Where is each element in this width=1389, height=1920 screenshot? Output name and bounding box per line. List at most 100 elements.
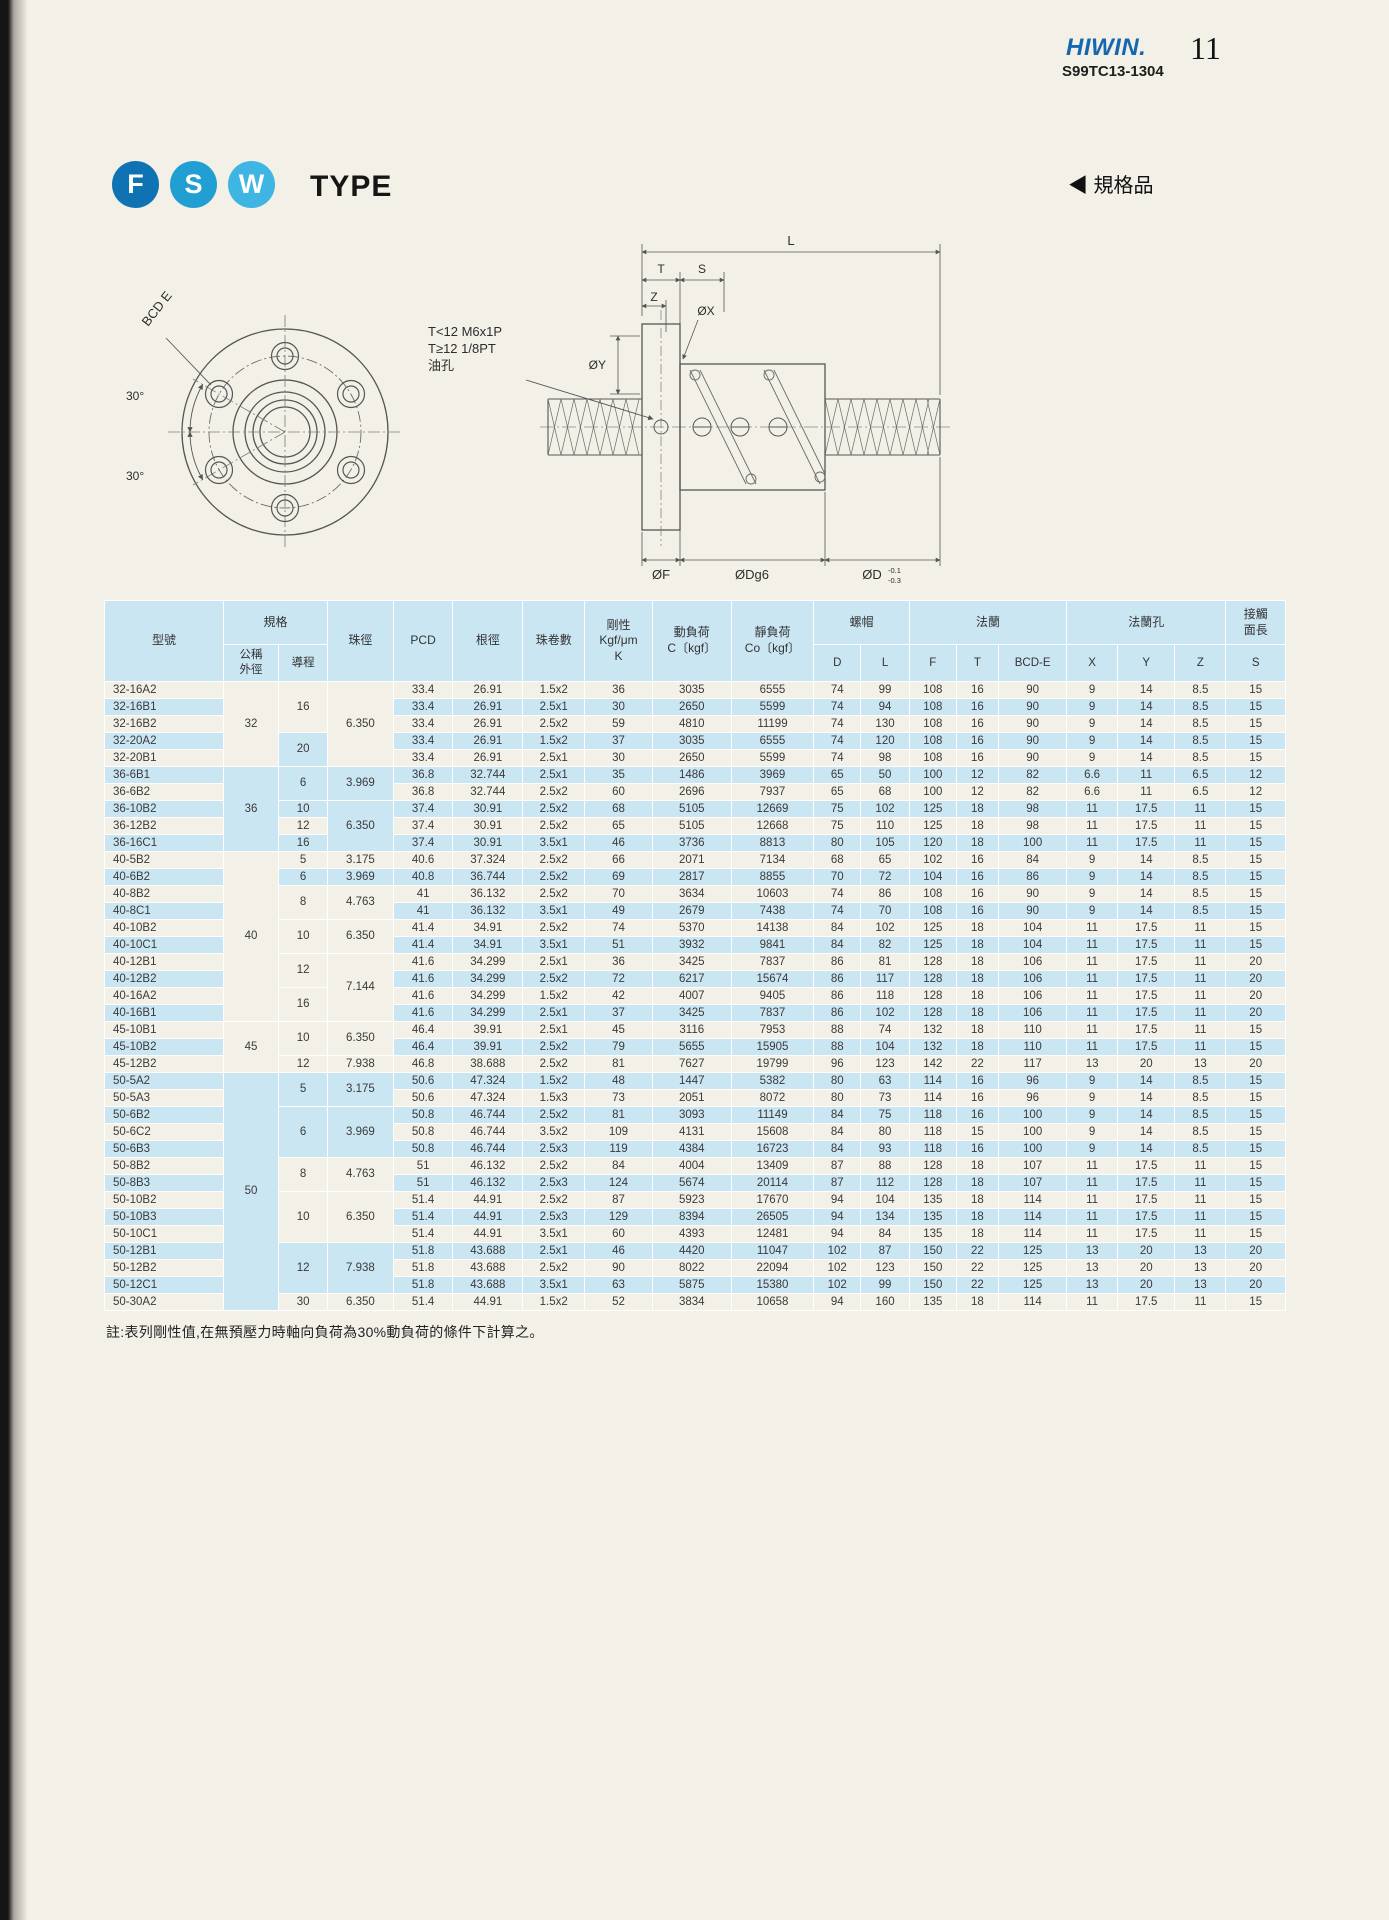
spec-merged-cell: 3.175 bbox=[327, 1071, 394, 1107]
data-cell: 3.5x1 bbox=[522, 1224, 585, 1243]
data-cell: 34.299 bbox=[452, 969, 524, 988]
data-cell: 98 bbox=[860, 748, 910, 767]
data-cell: 15 bbox=[1225, 731, 1286, 750]
data-cell: 16723 bbox=[730, 1139, 815, 1158]
data-cell: 6555 bbox=[730, 731, 815, 750]
data-cell: 44.91 bbox=[452, 1292, 524, 1311]
model-cell: 40-12B1 bbox=[104, 952, 224, 971]
data-cell: 11199 bbox=[730, 714, 815, 733]
data-cell: 17.5 bbox=[1117, 1292, 1176, 1311]
col-header-static-load: 靜負荷 Co〔kgf〕 bbox=[730, 600, 815, 682]
data-cell: 11 bbox=[1174, 833, 1227, 852]
model-cell: 32-16B2 bbox=[104, 714, 224, 733]
data-cell: 123 bbox=[860, 1054, 910, 1073]
data-cell: 4004 bbox=[651, 1156, 732, 1175]
data-cell: 11 bbox=[1174, 799, 1227, 818]
data-cell: 11 bbox=[1066, 952, 1119, 971]
data-cell: 15 bbox=[1225, 680, 1286, 699]
data-cell: 60 bbox=[584, 1224, 653, 1243]
data-cell: 5875 bbox=[651, 1275, 732, 1294]
data-cell: 6217 bbox=[651, 969, 732, 988]
data-cell: 14 bbox=[1117, 714, 1176, 733]
data-cell: 35 bbox=[584, 765, 653, 784]
data-cell: 41.6 bbox=[392, 952, 454, 971]
data-cell: 36.132 bbox=[452, 901, 524, 920]
data-cell: 102 bbox=[908, 850, 957, 869]
spec-merged-cell: 8 bbox=[278, 1156, 329, 1192]
data-cell: 34.91 bbox=[452, 935, 524, 954]
data-cell: 74 bbox=[813, 731, 862, 750]
data-cell: 74 bbox=[813, 748, 862, 767]
data-cell: 59 bbox=[584, 714, 653, 733]
data-cell: 9 bbox=[1066, 884, 1119, 903]
type-letter-w: W bbox=[228, 161, 275, 208]
data-cell: 82 bbox=[998, 782, 1068, 801]
data-cell: 19799 bbox=[730, 1054, 815, 1073]
data-cell: 129 bbox=[584, 1207, 653, 1226]
data-cell: 20 bbox=[1225, 1241, 1286, 1260]
model-cell: 36-10B2 bbox=[104, 799, 224, 818]
data-cell: 18 bbox=[955, 1156, 1000, 1175]
data-cell: 105 bbox=[860, 833, 910, 852]
data-cell: 20 bbox=[1117, 1275, 1176, 1294]
data-cell: 8.5 bbox=[1174, 714, 1227, 733]
data-cell: 17.5 bbox=[1117, 833, 1176, 852]
model-cell: 36-6B2 bbox=[104, 782, 224, 801]
data-cell: 10603 bbox=[730, 884, 815, 903]
data-cell: 2.5x1 bbox=[522, 1241, 585, 1260]
data-cell: 74 bbox=[813, 697, 862, 716]
data-cell: 102 bbox=[860, 799, 910, 818]
data-cell: 49 bbox=[584, 901, 653, 920]
data-cell: 50 bbox=[860, 765, 910, 784]
data-cell: 30.91 bbox=[452, 833, 524, 852]
data-cell: 11 bbox=[1174, 1190, 1227, 1209]
data-cell: 90 bbox=[584, 1258, 653, 1277]
data-cell: 26.91 bbox=[452, 680, 524, 699]
spec-merged-cell: 8 bbox=[278, 884, 329, 920]
model-cell: 50-6B2 bbox=[104, 1105, 224, 1124]
data-cell: 20114 bbox=[730, 1173, 815, 1192]
data-cell: 17670 bbox=[730, 1190, 815, 1209]
data-cell: 90 bbox=[998, 714, 1068, 733]
spec-merged-cell: 6.350 bbox=[327, 680, 394, 767]
data-cell: 46.132 bbox=[452, 1173, 524, 1192]
data-cell: 117 bbox=[998, 1054, 1068, 1073]
data-cell: 18 bbox=[955, 986, 1000, 1005]
data-cell: 107 bbox=[998, 1173, 1068, 1192]
data-cell: 15 bbox=[1225, 1173, 1286, 1192]
data-cell: 14 bbox=[1117, 680, 1176, 699]
col-header-F: F bbox=[908, 644, 957, 682]
data-cell: 18 bbox=[955, 1292, 1000, 1311]
col-header-lead: 導程 bbox=[278, 644, 329, 682]
data-cell: 2071 bbox=[651, 850, 732, 869]
dim-D-label: ØD bbox=[862, 567, 882, 582]
data-cell: 8394 bbox=[651, 1207, 732, 1226]
data-cell: 8.5 bbox=[1174, 1071, 1227, 1090]
data-cell: 74 bbox=[813, 901, 862, 920]
data-cell: 50.8 bbox=[392, 1122, 454, 1141]
data-cell: 84 bbox=[813, 1122, 862, 1141]
data-cell: 5923 bbox=[651, 1190, 732, 1209]
data-cell: 33.4 bbox=[392, 748, 454, 767]
data-cell: 15 bbox=[1225, 935, 1286, 954]
data-cell: 16 bbox=[955, 850, 1000, 869]
data-cell: 8855 bbox=[730, 867, 815, 886]
data-cell: 74 bbox=[813, 884, 862, 903]
type-letter-badges: F S W bbox=[112, 161, 275, 208]
data-cell: 11 bbox=[1066, 1020, 1119, 1039]
data-cell: 20 bbox=[1225, 1054, 1286, 1073]
data-cell: 11 bbox=[1066, 1156, 1119, 1175]
data-cell: 43.688 bbox=[452, 1258, 524, 1277]
data-cell: 46.744 bbox=[452, 1122, 524, 1141]
data-cell: 5370 bbox=[651, 918, 732, 937]
spec-merged-cell: 12 bbox=[278, 1054, 329, 1073]
col-header-D: D bbox=[813, 644, 862, 682]
data-cell: 2.5x2 bbox=[522, 867, 585, 886]
data-cell: 43.688 bbox=[452, 1275, 524, 1294]
data-cell: 63 bbox=[584, 1275, 653, 1294]
